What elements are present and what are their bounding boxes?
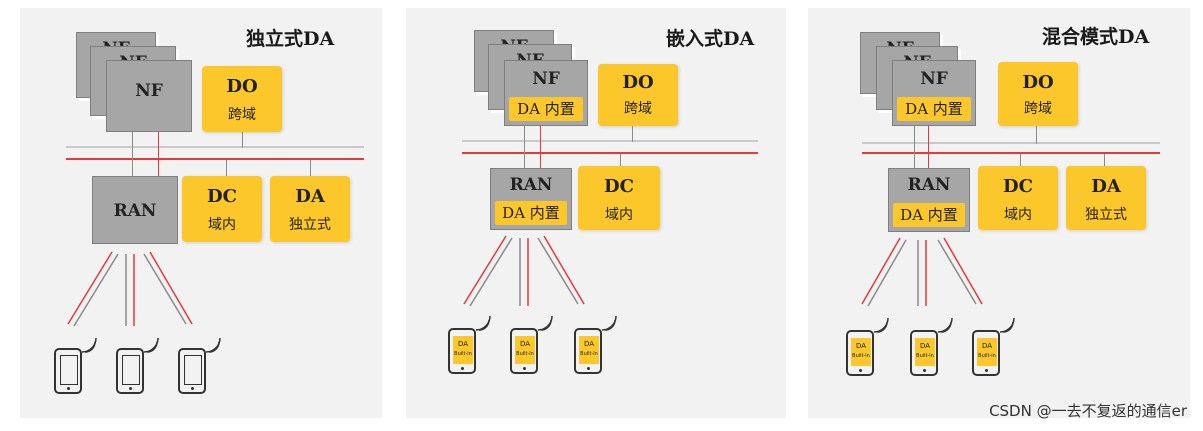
bus-line-gray [462, 140, 758, 142]
signal-icon [205, 337, 221, 353]
phone-icon [178, 348, 206, 394]
da-builtin-label: DA 内置 [897, 97, 971, 121]
bus-line-red [66, 158, 364, 160]
nf-box: NF DA 内置 [892, 60, 976, 126]
signal-icon [81, 337, 97, 353]
panel-title: 混合模式DA [1042, 26, 1150, 48]
da-builtin-label: DA 内置 [495, 201, 567, 225]
dc-box: DC 域内 [978, 166, 1058, 230]
do-box: DO 跨域 [998, 62, 1078, 126]
ran-box: RAN DA 内置 [490, 168, 572, 230]
panel-standalone-da: 独立式DA NF NF NF DO 跨域 RAN DC 域内 DA 独立式 [20, 8, 382, 418]
nf-box: NF DA 内置 [504, 60, 588, 126]
da-box: DA 独立式 [270, 176, 350, 242]
signal-icon [999, 317, 1015, 333]
ran-box: RAN DA 内置 [888, 168, 970, 232]
watermark: CSDN @一去不复返的通信er [989, 402, 1187, 420]
do-box: DO 跨域 [598, 64, 678, 126]
da-box: DA 独立式 [1066, 166, 1146, 230]
panel-hybrid-da: 混合模式DA NF NF NF DA 内置 DO 跨域 RAN DA 内置 DC… [808, 8, 1190, 418]
signal-icon [537, 315, 553, 331]
ran-box: RAN [92, 176, 178, 244]
nf-box: NF [106, 60, 192, 132]
signal-icon [143, 337, 159, 353]
phone-icon [116, 348, 144, 394]
bus-line-red [462, 152, 758, 154]
do-box: DO 跨域 [202, 66, 282, 132]
radio-links [861, 237, 983, 307]
dc-box: DC 域内 [182, 176, 262, 242]
dc-box: DC 域内 [578, 166, 660, 230]
panel-embedded-da: 嵌入式DA NF NF NF DA 内置 DO 跨域 RAN DA 内置 DC … [406, 8, 786, 418]
da-builtin-label: DA 内置 [893, 203, 965, 227]
bus-line-gray [66, 146, 364, 148]
phone-icon [54, 348, 82, 394]
signal-icon [475, 315, 491, 331]
signal-icon [937, 317, 953, 333]
bus-line-gray [862, 142, 1160, 144]
panel-title: 嵌入式DA [666, 28, 755, 50]
radio-links [463, 235, 585, 307]
signal-icon [873, 317, 889, 333]
signal-icon [601, 315, 617, 331]
panel-title: 独立式DA [246, 28, 335, 50]
radio-links [67, 251, 193, 327]
da-builtin-label: DA 内置 [509, 97, 583, 121]
bus-line-red [862, 152, 1160, 154]
